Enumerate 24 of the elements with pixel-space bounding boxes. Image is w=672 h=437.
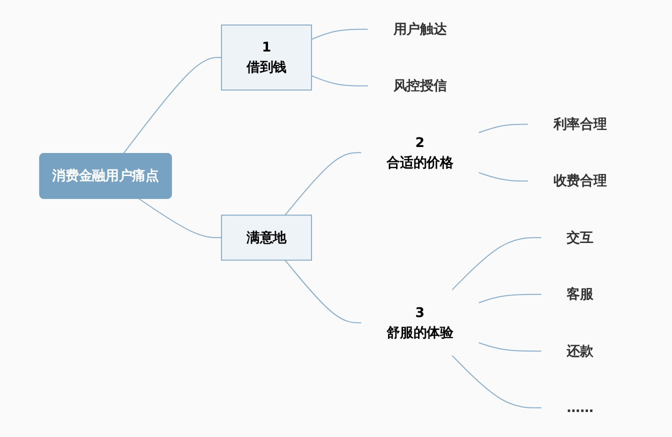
connector xyxy=(284,260,362,324)
connector xyxy=(478,172,530,182)
node-text: 3 舒服的体验 xyxy=(386,304,454,340)
connector xyxy=(311,75,370,86)
node-text: 用户触达 xyxy=(394,20,447,37)
connector xyxy=(284,152,362,216)
connector xyxy=(311,28,370,40)
node-text: 利率合理 xyxy=(554,116,608,132)
node-text: 收费合理 xyxy=(554,172,608,188)
node-text: 交互 xyxy=(566,229,594,246)
connector xyxy=(452,354,542,408)
connector xyxy=(138,198,222,238)
node-text: 风控授信 xyxy=(394,78,447,94)
connector xyxy=(452,237,542,291)
connector xyxy=(123,57,222,154)
node-text: …… xyxy=(566,399,594,416)
node-box: 1 借到钱 xyxy=(221,24,312,90)
node-text: 还款 xyxy=(566,342,594,359)
node-text: 2 合适的价格 xyxy=(386,134,454,170)
node-box: 满意地 xyxy=(221,214,312,261)
node-text: 客服 xyxy=(566,286,594,302)
connector xyxy=(478,342,542,352)
connector xyxy=(478,124,530,134)
connector xyxy=(478,294,542,304)
